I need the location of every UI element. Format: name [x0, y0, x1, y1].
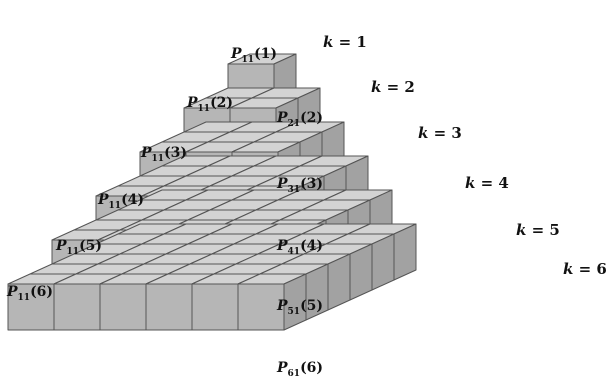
center-label-5: P51(5)	[276, 298, 323, 317]
left-label-1: P11(1)	[230, 46, 277, 65]
layer-label-k4: k = 4	[465, 174, 509, 192]
cube-front-face	[145, 283, 193, 331]
center-label-6: P61(6)	[276, 360, 323, 379]
cube-front-face	[53, 283, 101, 331]
cube-front-face	[191, 283, 239, 331]
cube-side-face	[393, 223, 417, 281]
cube-side-face	[283, 273, 307, 331]
center-label-2: P21(2)	[276, 110, 323, 129]
center-label-4: P41(4)	[276, 238, 323, 257]
layer-label-k6: k = 6	[563, 260, 607, 278]
left-label-4: P11(4)	[97, 192, 144, 211]
layer-label-k2: k = 2	[371, 78, 415, 96]
diagram-labels: k = 1 k = 2 k = 3 k = 4 k = 5 k = 6 P11(1) P11(…	[6, 33, 607, 379]
left-label-2: P11(2)	[186, 95, 233, 114]
layer-label-k5: k = 5	[516, 221, 560, 239]
cube-side-face	[371, 233, 395, 291]
layer-label-k1: k = 1	[323, 33, 367, 51]
cube-side-face	[349, 243, 373, 301]
center-label-3: P31(3)	[276, 176, 323, 195]
cube-side-face	[327, 253, 351, 311]
layer-label-k3: k = 3	[418, 124, 462, 142]
left-label-5: P11(5)	[55, 238, 102, 257]
left-label-6: P11(6)	[6, 284, 53, 303]
cube	[237, 273, 307, 331]
cube-layer-6	[7, 223, 417, 331]
left-label-3: P11(3)	[140, 145, 187, 164]
cube-layers	[7, 53, 417, 331]
cube-front-face	[99, 283, 147, 331]
